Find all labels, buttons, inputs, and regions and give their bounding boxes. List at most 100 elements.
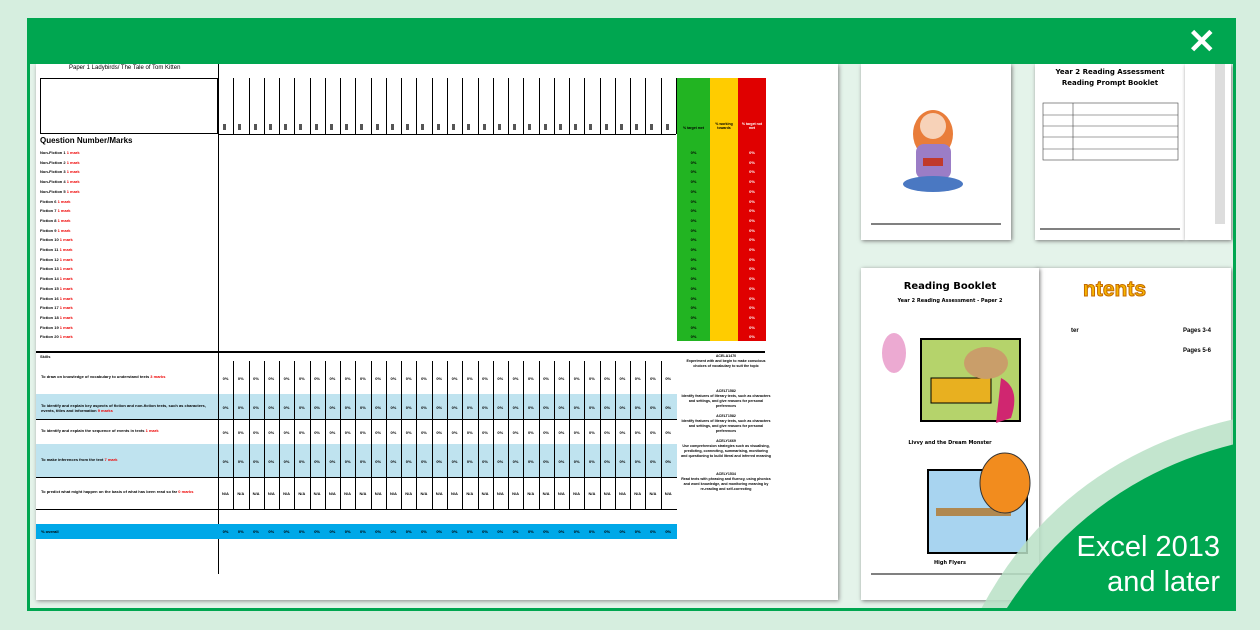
cell-divider <box>645 361 647 394</box>
skill-marks: 9 marks <box>97 407 113 413</box>
column-divider <box>492 78 494 134</box>
percent-cell: 0% <box>436 375 443 381</box>
cell-divider <box>355 361 357 394</box>
cell-divider <box>523 419 525 444</box>
cell-divider <box>233 361 235 394</box>
question-marks: 1 mark <box>59 314 73 320</box>
percent-cell: 0% <box>451 429 458 435</box>
percent-cell: N/A <box>222 491 229 496</box>
target-met-value: 0% <box>690 169 697 175</box>
skill-description: To identify and explain key aspects of f… <box>41 403 211 413</box>
cell-divider <box>385 419 387 444</box>
overall-cell: 0% <box>466 529 473 534</box>
cell-divider <box>614 419 616 444</box>
percent-cell: 0% <box>451 458 458 464</box>
cell-divider <box>294 394 296 419</box>
question-row: Fiction 8 1 mark <box>40 218 70 223</box>
prompt-title: Year 2 Reading Assessment <box>1055 68 1165 76</box>
girl-reading-thumbnail[interactable] <box>861 64 1011 240</box>
percent-cell: 0% <box>634 404 641 410</box>
skill-text: To identify and explain key aspects of f… <box>41 402 206 413</box>
overall-cell: 0% <box>604 529 611 534</box>
cell-divider <box>538 419 540 444</box>
percent-cell: N/A <box>634 491 642 496</box>
percent-cell: 0% <box>298 429 305 435</box>
question-label: Fiction 17 <box>40 305 59 311</box>
percent-cell: 0% <box>604 375 611 381</box>
code-description: Use comprehension strategies such as vis… <box>681 444 771 458</box>
column-divider <box>401 78 403 134</box>
percent-cell: 0% <box>619 375 626 381</box>
contents-item: ter <box>1071 328 1079 334</box>
percent-cell: 0% <box>573 458 580 464</box>
percent-cell: N/A <box>313 491 321 496</box>
cell-divider <box>385 444 387 477</box>
cell-divider <box>630 477 632 509</box>
question-row: Fiction 19 1 mark <box>40 325 73 330</box>
column-header-mark <box>299 124 303 130</box>
overall-cell: 0% <box>360 529 366 534</box>
question-marks: 1 mark <box>59 305 73 311</box>
column-header-mark <box>513 124 517 130</box>
cell-divider <box>508 361 510 394</box>
question-row: Fiction 9 1 mark <box>40 228 70 233</box>
skill-description: To draw on knowledge of vocabulary to un… <box>41 374 211 379</box>
cell-divider <box>324 477 326 509</box>
code: ACELA1470 <box>715 354 737 358</box>
cell-divider <box>355 419 357 444</box>
close-icon[interactable]: ✕ <box>1187 23 1217 61</box>
cell-divider <box>370 477 372 509</box>
percent-cell: 0% <box>237 404 244 410</box>
reading-booklet-thumbnail[interactable]: Reading Booklet Year 2 Reading Assessmen… <box>861 268 1039 600</box>
question-label: Fiction 15 <box>40 285 59 291</box>
question-marks: 1 mark <box>66 169 80 175</box>
question-row: Fiction 17 1 mark <box>40 305 73 310</box>
cell-divider <box>263 394 265 419</box>
cell-divider <box>660 394 662 419</box>
question-marks: 1 mark <box>57 227 71 233</box>
cell-divider <box>447 419 448 444</box>
column-divider <box>553 78 555 134</box>
code: ACELY1534 <box>716 472 736 476</box>
overall-cell: 0% <box>665 529 672 534</box>
percent-cell: N/A <box>435 491 443 496</box>
prompt-booklet-thumbnail[interactable]: Year 2 Reading Assessment Reading Prompt… <box>1035 64 1185 240</box>
percent-cell: N/A <box>451 491 458 496</box>
percent-cell: 0% <box>360 458 366 464</box>
target-met-value: 0% <box>690 295 697 301</box>
column-header-mark <box>619 124 623 130</box>
percent-cell: 0% <box>650 375 656 381</box>
percent-cell: 0% <box>314 375 320 381</box>
target-not-met-value: 0% <box>749 334 755 340</box>
target-not-met-value: 0% <box>749 314 755 320</box>
percent-cell: 0% <box>482 375 488 381</box>
cell-divider <box>340 419 342 444</box>
target-met-value: 0% <box>690 188 697 194</box>
percent-cell: 0% <box>390 375 397 381</box>
percent-cell: 0% <box>298 375 305 381</box>
percent-cell: 0% <box>619 458 626 464</box>
cell-divider <box>401 444 403 477</box>
cell-divider <box>584 419 586 444</box>
target-met-header: % target met <box>682 126 704 130</box>
overall-cell: 0% <box>237 529 244 534</box>
column-divider <box>645 78 647 134</box>
question-row: Fiction 6 1 mark <box>40 199 70 204</box>
percent-cell: 0% <box>375 429 382 435</box>
question-marks: 1 mark <box>66 179 80 185</box>
cell-divider <box>614 477 616 509</box>
question-label: Fiction 12 <box>40 256 59 262</box>
question-row: Fiction 10 1 mark <box>40 237 73 242</box>
column-divider <box>355 78 357 134</box>
column-header-mark <box>268 124 272 130</box>
question-row: Fiction 7 1 mark <box>40 208 70 213</box>
percent-cell: 0% <box>314 429 320 435</box>
question-marks: 1 mark <box>57 217 71 223</box>
story-1-title: Livvy and the Dream Monster <box>908 440 992 446</box>
percent-cell: 0% <box>344 404 351 410</box>
percent-cell: 0% <box>619 429 626 435</box>
column-header-mark <box>650 124 654 130</box>
percent-cell: N/A <box>527 491 535 496</box>
version-badge: Excel 2013 and later <box>1076 531 1221 598</box>
